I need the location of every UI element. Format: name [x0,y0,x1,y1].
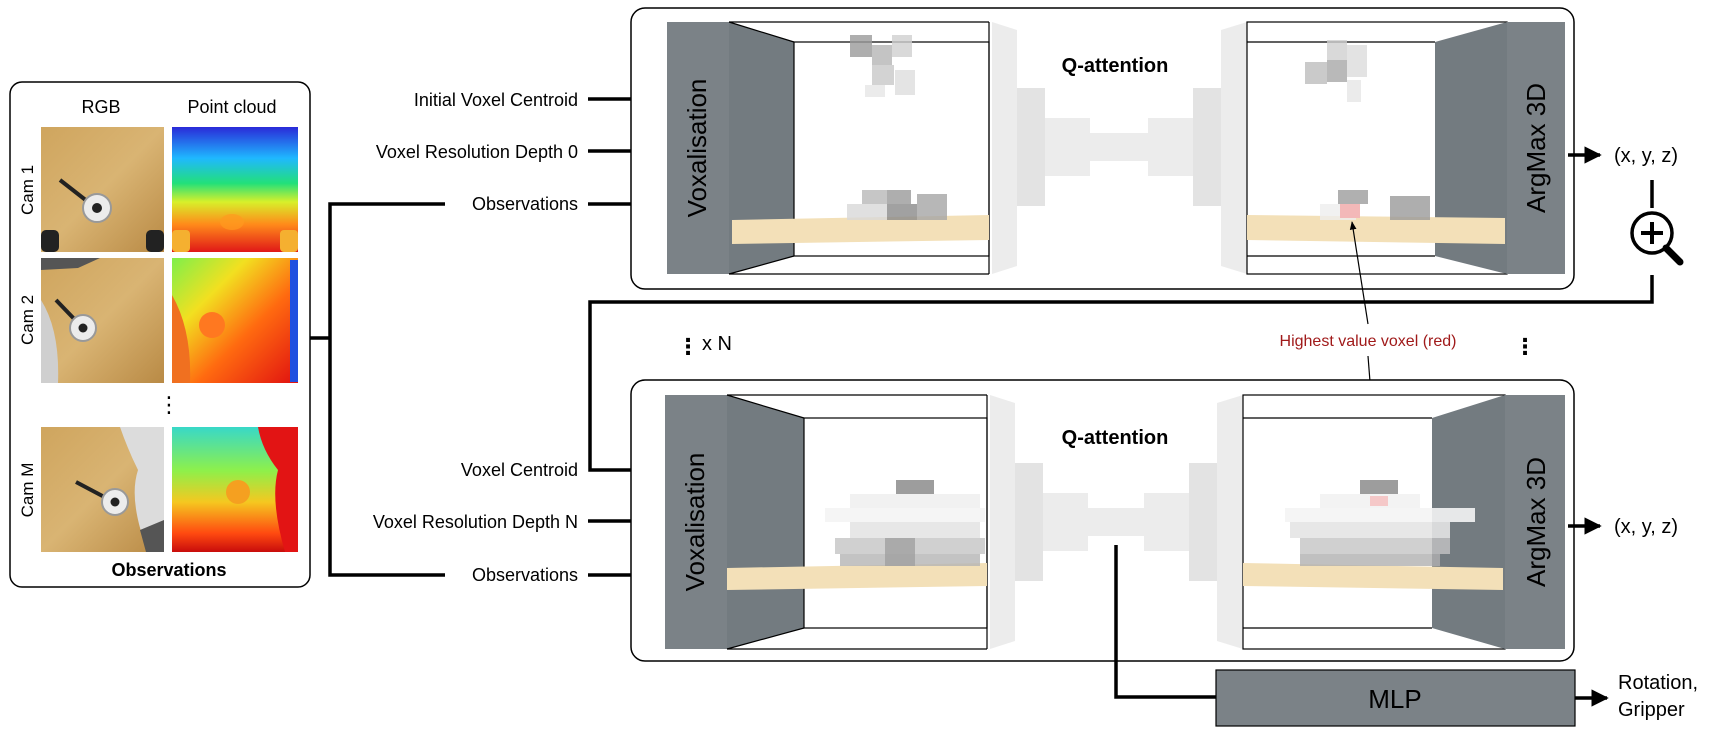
voxel-grid-left-bottom [726,394,988,650]
cam-m-pointcloud-image [172,427,298,552]
observations-top-label: Observations [472,194,578,214]
rotation-output-label: Rotation, [1618,672,1698,694]
mlp-box: MLP [1215,669,1576,727]
top-inputs: Initial Voxel Centroid Voxel Resolution … [376,90,658,214]
bottom-inputs: Voxel Centroid Voxel Resolution Depth N … [373,460,658,585]
cam-1-label: Cam 1 [18,165,37,215]
xyz-output-top: (x, y, z) [1614,145,1678,167]
observations-connectors [310,202,445,577]
observations-bottom-label: Observations [472,565,578,585]
voxelisation-label-bottom: Voxalisation [680,453,710,592]
rgb-column-label: RGB [81,97,120,117]
cam-2-rgb-image [41,258,164,383]
xyz-output-bottom: (x, y, z) [1614,516,1678,538]
initial-voxel-centroid-label: Initial Voxel Centroid [414,90,578,110]
highest-voxel-pointer-top [1349,221,1369,325]
observations-panel: RGB Point cloud Cam 1 Cam 2 [9,81,311,588]
qattention-label-top: Q-attention [1062,55,1169,77]
highest-value-voxel-label: Highest value voxel (red) [1280,333,1457,350]
argmax-label-bottom: ArgMax 3D [1521,457,1551,587]
zoom-in-icon [1630,180,1684,266]
argmax-bar-bottom [1505,395,1565,649]
cam-1-rgb-image [41,127,164,252]
gripper-output-label: Gripper [1618,699,1685,721]
qattention-block-top: Voxalisation [630,7,1575,290]
resolution-depth-n-label: Voxel Resolution Depth N [373,512,578,532]
qattention-block-bottom: Voxalisation Q-atten [630,379,1575,662]
mlp-label: MLP [1368,684,1421,714]
repeat-dots-left: ⋮ [677,334,699,359]
qattention-label-bottom: Q-attention [1062,427,1169,449]
voxel-grid-right-top [1246,21,1508,275]
mlp-branch-line [1114,545,1216,699]
voxel-grid-right-bottom [1242,394,1506,650]
observations-panel-title: Observations [111,560,226,580]
cam-m-label: Cam M [18,463,37,518]
voxel-grid-left-top [728,21,990,275]
highest-value-voxel-top [1340,204,1360,218]
qattention-network-bottom [990,395,1243,649]
argmax-label-top: ArgMax 3D [1521,83,1551,213]
qattention-network-top [992,22,1247,274]
voxelisation-label-top: Voxalisation [682,79,712,218]
repeat-dots-right: ⋮ [1514,334,1536,359]
voxel-centroid-label: Voxel Centroid [461,460,578,480]
pointcloud-column-label: Point cloud [187,97,276,117]
resolution-depth-0-label: Voxel Resolution Depth 0 [376,142,578,162]
cam-m-rgb-image [41,427,164,552]
cam-1-pointcloud-image [172,127,298,252]
highest-value-voxel-bottom [1370,496,1388,506]
cam-2-label: Cam 2 [18,295,37,345]
voxelisation-bar-bottom [665,395,727,649]
argmax-bar-top [1507,22,1565,274]
repeat-label: x N [702,333,732,355]
camera-ellipsis: ⋮ [158,392,180,417]
cam-2-pointcloud-image [172,258,298,383]
centroid-feedback-line [588,275,1654,479]
voxelisation-bar-top [667,22,729,274]
